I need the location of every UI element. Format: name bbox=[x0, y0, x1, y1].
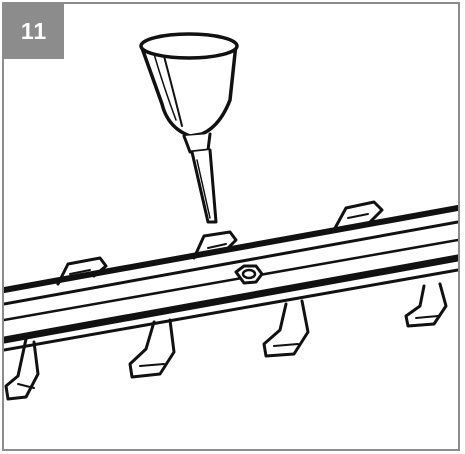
blade-bar-ridge bbox=[4, 220, 458, 306]
blade-bar-groove bbox=[4, 238, 458, 322]
oil-can-rim bbox=[139, 32, 239, 60]
lower-tooth bbox=[262, 299, 310, 358]
blade-bar-bottom-edge bbox=[4, 254, 458, 344]
oil-can-collar bbox=[182, 132, 212, 154]
oil-can-nozzle bbox=[190, 148, 218, 224]
step-number-badge: 11 bbox=[4, 4, 64, 59]
center-bolt bbox=[234, 264, 264, 285]
lower-tooth bbox=[4, 337, 40, 401]
lower-tooth bbox=[404, 282, 448, 328]
step-number: 11 bbox=[20, 18, 48, 44]
oil-can bbox=[139, 32, 239, 224]
illustration bbox=[4, 32, 458, 401]
blade-bar-body bbox=[4, 216, 458, 340]
lower-blade-teeth bbox=[4, 282, 448, 401]
instruction-panel: 11 bbox=[2, 2, 460, 451]
lower-tooth bbox=[128, 318, 176, 379]
blade-bar-top-edge bbox=[4, 205, 458, 293]
blade-bar bbox=[4, 205, 458, 352]
